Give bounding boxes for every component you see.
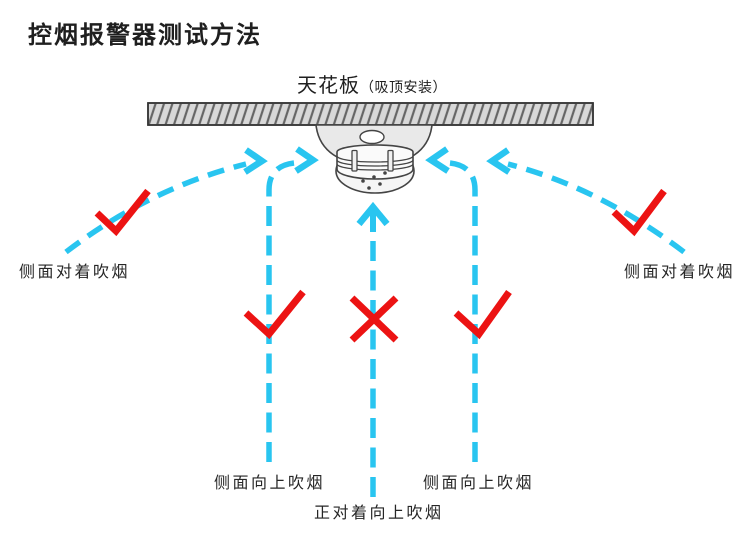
detector-speaker-dots xyxy=(361,171,387,190)
smoke-arrows xyxy=(64,146,686,497)
check-mark-inner-right xyxy=(453,289,512,340)
ceiling-label: 天花板 （吸顶安装） xyxy=(297,69,447,98)
ceiling-label-main: 天花板 xyxy=(297,75,360,97)
arrow-side-right xyxy=(486,147,686,255)
label-blow-side-left: 侧面对着吹烟 xyxy=(19,264,131,281)
cross-mark-center xyxy=(349,295,399,343)
check-mark-inner-left xyxy=(243,289,306,340)
detector-mount-hole xyxy=(359,129,385,145)
arrow-up-right xyxy=(425,146,478,462)
check-mark-outer-right xyxy=(611,188,667,237)
label-blow-up-left: 侧面向上吹烟 xyxy=(214,475,326,492)
detector-ring-slats xyxy=(336,155,414,171)
page-title: 控烟报警器测试方法 xyxy=(28,22,262,49)
smoke-detector xyxy=(315,124,433,194)
label-blow-up-center: 正对着向上吹烟 xyxy=(314,505,444,522)
ceiling-bar-hatch xyxy=(147,102,594,126)
ceiling-label-note: （吸顶安装） xyxy=(360,79,447,95)
result-marks xyxy=(94,188,667,343)
arrow-side-left xyxy=(64,147,268,255)
detector-rib-left xyxy=(351,149,358,172)
detector-rib-right xyxy=(387,149,394,172)
label-blow-side-right: 侧面对着吹烟 xyxy=(624,264,736,281)
check-mark-outer-left xyxy=(94,188,151,237)
label-blow-up-right: 侧面向上吹烟 xyxy=(423,475,535,492)
arrow-up-left xyxy=(266,146,319,462)
arrow-up-center xyxy=(356,201,390,497)
ceiling-bar xyxy=(147,102,594,126)
